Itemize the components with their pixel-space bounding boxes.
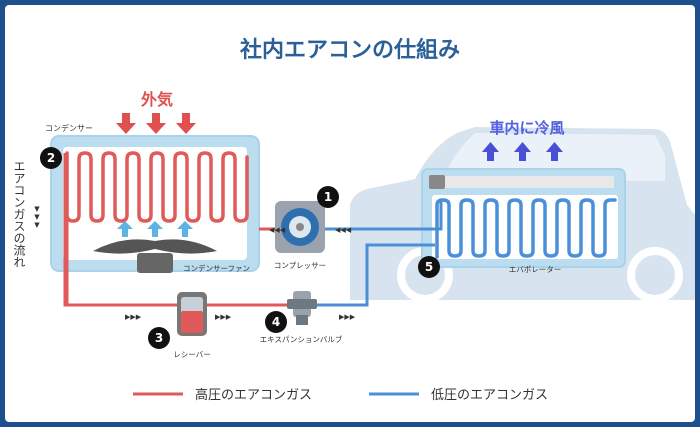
condenser-label: コンデンサー [45,123,93,133]
badge-condenser: 2 [40,147,62,169]
compressor-label: コンプレッサー [274,261,326,270]
evaporator-label: エバポレーター [509,265,562,274]
condenser-inner [63,147,247,260]
expansion-valve [287,291,317,325]
legend: 高圧のエアコンガス 低圧のエアコンガス [133,387,548,403]
badge-expansion-valve: 4 [265,311,287,333]
svg-text:2: 2 [47,151,55,165]
badge-evaporator: 5 [418,256,440,278]
gas-flow-label: エアコンガスの流れ ▼▼▼ [12,160,41,268]
svg-text:1: 1 [324,190,332,204]
legend-high-label: 高圧のエアコンガス [195,387,312,403]
flow-arrows-compressor-right: ◀◀◀ [335,226,352,234]
diagram-title: 社内エアコンの仕組み [240,37,460,63]
legend-low-label: 低圧のエアコンガス [431,388,548,403]
ac-diagram: 社内エアコンの仕組み 外気 車内に冷風 コンデンサー コンデンサーファン エバポ [12,37,695,403]
receiver [177,292,207,336]
receiver-label: レシーバー [173,350,210,359]
gas-flow-arrows: ▼▼▼ [33,205,41,229]
evaporator-motor [429,175,445,189]
evaporator-inner [432,195,618,259]
compressor [275,201,325,253]
evaporator-coil [435,198,617,259]
svg-text:4: 4 [272,315,280,329]
high-pressure-line [63,153,301,307]
badge-compressor: 1 [317,186,339,208]
evaporator-grille [432,176,614,188]
car-wheel-rear-hub [635,255,675,295]
flow-arrows-valve-right: ▶▶▶ [339,313,356,321]
flow-arrows-receiver-right: ▶▶▶ [215,313,232,321]
expansion-valve-label: エキスパンションバルブ [260,334,343,344]
outside-air-label: 外気 [140,90,173,109]
fan-airflow-arrows [117,221,193,237]
condenser-fan [93,239,217,273]
condenser-coil [65,151,249,223]
outside-air-arrows [116,113,196,134]
diagram-frame: 社内エアコンの仕組み 外気 車内に冷風 コンデンサー コンデンサーファン エバポ [5,5,695,422]
flow-arrows-compressor-left: ◀◀◀ [269,226,286,234]
low-pressure-line [301,201,443,307]
flow-arrows-receiver-left: ▶▶▶ [125,313,142,321]
cabin-cooling-label: 車内に冷風 [489,119,564,137]
condenser-fan-label: コンデンサーファン [183,263,250,273]
svg-text:5: 5 [425,260,433,274]
svg-text:3: 3 [155,331,163,345]
cabin-cooling-arrows [482,142,563,161]
gas-flow-text: エアコンガスの流れ [12,160,26,268]
badge-receiver: 3 [148,327,170,349]
